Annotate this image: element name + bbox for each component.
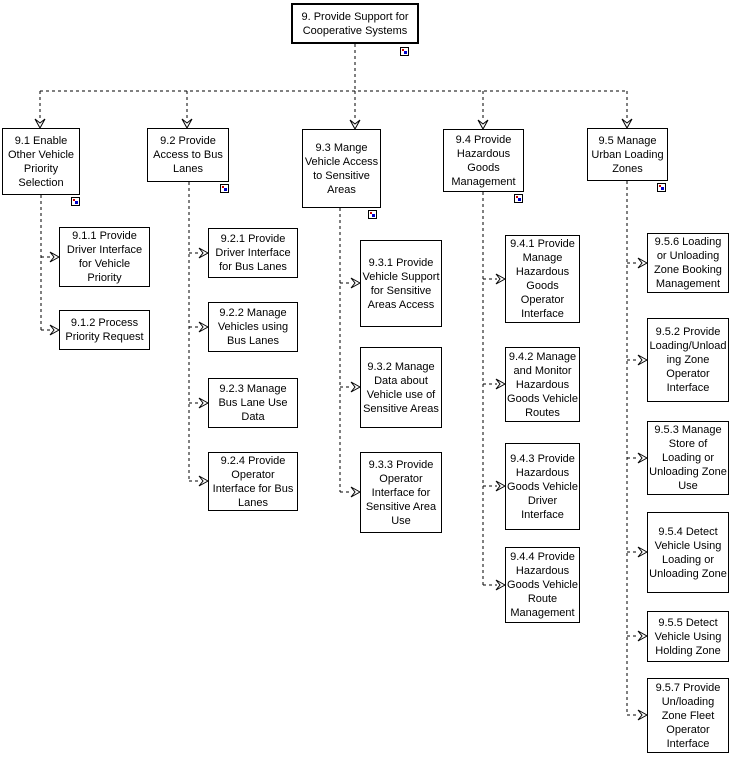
- right-arrowhead: [637, 709, 649, 721]
- node-9-5-3[interactable]: 9.5.3 Manage Store of Loading or Unloadi…: [647, 421, 729, 495]
- right-arrowhead: [495, 378, 507, 390]
- decomposition-link-icon[interactable]: [400, 47, 409, 56]
- decomposition-link-icon[interactable]: [657, 183, 666, 192]
- down-arrowhead: [621, 118, 633, 130]
- node-label: 9.5.3 Manage Store of Loading or Unloadi…: [649, 424, 727, 492]
- node-9[interactable]: 9. Provide Support for Cooperative Syste…: [291, 3, 419, 44]
- node-label: 9.1.1 Provide Driver Interface for Vehic…: [66, 230, 143, 284]
- node-9-2-3[interactable]: 9.2.3 Manage Bus Lane Use Data: [208, 378, 298, 428]
- right-arrowhead: [495, 273, 507, 285]
- node-label: 9.5 Manage Urban Loading Zones: [591, 134, 664, 175]
- node-label: 9.5.5 Detect Vehicle Using Holding Zone: [654, 616, 722, 657]
- node-9-3-1[interactable]: 9.3.1 Provide Vehicle Support for Sensit…: [360, 240, 442, 327]
- right-arrowhead: [637, 257, 649, 269]
- node-label: 9.3.2 Manage Data about Vehicle use of S…: [363, 360, 439, 415]
- node-label: 9.3.1 Provide Vehicle Support for Sensit…: [362, 256, 440, 311]
- right-arrowhead: [198, 397, 210, 409]
- icon-blue-dot: [224, 188, 227, 191]
- node-label: 9.4.4 Provide Hazardous Goods Vehicle Ro…: [507, 551, 578, 619]
- node-label: 9.4.3 Provide Hazardous Goods Vehicle Dr…: [507, 452, 578, 521]
- node-label: 9.3.3 Provide Operator Interface for Sen…: [365, 458, 437, 527]
- decomposition-link-icon[interactable]: [368, 210, 377, 219]
- node-label: 9.2.4 Provide Operator Interface for Bus…: [212, 454, 294, 509]
- right-arrowhead: [198, 475, 210, 487]
- right-arrowhead: [198, 247, 210, 259]
- node-9-5-4[interactable]: 9.5.4 Detect Vehicle Using Loading or Un…: [647, 512, 729, 593]
- right-arrowhead: [49, 324, 61, 336]
- right-arrowhead: [637, 546, 649, 558]
- node-label: 9.2 Provide Access to Bus Lanes: [153, 135, 223, 175]
- right-arrowhead: [350, 277, 362, 289]
- icon-red-dot: [402, 49, 404, 51]
- node-9-2-1[interactable]: 9.2.1 Provide Driver Interface for Bus L…: [208, 228, 298, 278]
- node-9-1[interactable]: 9.1 Enable Other Vehicle Priority Select…: [2, 128, 80, 195]
- node-9-5-7[interactable]: 9.5.7 Provide Un/loading Zone Fleet Oper…: [647, 678, 729, 753]
- node-label: 9.3 Mange Vehicle Access to Sensitive Ar…: [304, 141, 379, 196]
- icon-red-dot: [516, 196, 518, 198]
- down-arrowhead: [181, 118, 193, 130]
- node-label: 9.4 Provide Hazardous Goods Management: [451, 133, 516, 188]
- right-arrowhead: [49, 251, 61, 263]
- node-9-1-1[interactable]: 9.1.1 Provide Driver Interface for Vehic…: [59, 227, 150, 287]
- node-9-3[interactable]: 9.3 Mange Vehicle Access to Sensitive Ar…: [302, 129, 381, 208]
- node-9-1-2[interactable]: 9.1.2 Process Priority Request: [59, 310, 150, 350]
- node-9-5[interactable]: 9.5 Manage Urban Loading Zones: [587, 128, 668, 181]
- decomposition-link-icon[interactable]: [220, 184, 229, 193]
- down-arrowhead: [349, 119, 361, 131]
- node-label: 9.5.4 Detect Vehicle Using Loading or Un…: [649, 525, 727, 580]
- icon-red-dot: [222, 186, 224, 188]
- node-label: 9.1.2 Process Priority Request: [65, 317, 144, 343]
- node-label: 9.4.2 Manage and Monitor Hazardous Goods…: [507, 350, 578, 419]
- icon-blue-dot: [404, 51, 407, 54]
- right-arrowhead: [198, 321, 210, 333]
- node-9-4-2[interactable]: 9.4.2 Manage and Monitor Hazardous Goods…: [505, 347, 580, 422]
- right-arrowhead: [637, 354, 649, 366]
- decomposition-link-icon[interactable]: [514, 194, 523, 203]
- node-9-5-6[interactable]: 9.5.6 Loading or Unloading Zone Booking …: [647, 233, 729, 293]
- icon-red-dot: [370, 212, 372, 214]
- down-arrowhead: [34, 118, 46, 130]
- node-9-4[interactable]: 9.4 Provide Hazardous Goods Management: [443, 129, 524, 192]
- node-label: 9.2.2 Manage Vehicles using Bus Lanes: [217, 307, 289, 347]
- node-9-5-2[interactable]: 9.5.2 Provide Loading/Unloading Zone Ope…: [647, 318, 729, 402]
- icon-blue-dot: [372, 214, 375, 217]
- icon-blue-dot: [518, 198, 521, 201]
- icon-red-dot: [73, 199, 75, 201]
- node-label: 9.2.3 Manage Bus Lane Use Data: [218, 383, 288, 423]
- node-9-3-2[interactable]: 9.3.2 Manage Data about Vehicle use of S…: [360, 347, 442, 428]
- icon-blue-dot: [661, 187, 664, 190]
- down-arrowhead: [477, 119, 489, 131]
- node-label: 9. Provide Support for Cooperative Syste…: [301, 10, 409, 37]
- decomposition-link-icon[interactable]: [71, 197, 80, 206]
- node-label: 9.2.1 Provide Driver Interface for Bus L…: [215, 233, 291, 273]
- icon-blue-dot: [75, 201, 78, 204]
- node-9-4-3[interactable]: 9.4.3 Provide Hazardous Goods Vehicle Dr…: [505, 443, 580, 530]
- node-9-2-2[interactable]: 9.2.2 Manage Vehicles using Bus Lanes: [208, 302, 298, 352]
- right-arrowhead: [495, 480, 507, 492]
- node-9-4-4[interactable]: 9.4.4 Provide Hazardous Goods Vehicle Ro…: [505, 547, 580, 623]
- right-arrowhead: [350, 381, 362, 393]
- node-9-2[interactable]: 9.2 Provide Access to Bus Lanes: [147, 128, 229, 182]
- right-arrowhead: [637, 452, 649, 464]
- node-9-4-1[interactable]: 9.4.1 Provide Manage Hazardous Goods Ope…: [505, 235, 580, 323]
- right-arrowhead: [637, 630, 649, 642]
- node-9-2-4[interactable]: 9.2.4 Provide Operator Interface for Bus…: [208, 452, 298, 511]
- right-arrowhead: [350, 486, 362, 498]
- node-label: 9.5.2 Provide Loading/Unloading Zone Ope…: [649, 326, 727, 394]
- node-9-5-5[interactable]: 9.5.5 Detect Vehicle Using Holding Zone: [647, 611, 729, 662]
- right-arrowhead: [495, 579, 507, 591]
- node-label: 9.5.6 Loading or Unloading Zone Booking …: [654, 236, 722, 290]
- node-label: 9.4.1 Provide Manage Hazardous Goods Ope…: [510, 238, 575, 320]
- node-9-3-3[interactable]: 9.3.3 Provide Operator Interface for Sen…: [360, 452, 442, 533]
- icon-red-dot: [659, 185, 661, 187]
- node-label: 9.1 Enable Other Vehicle Priority Select…: [7, 134, 75, 189]
- node-label: 9.5.7 Provide Un/loading Zone Fleet Oper…: [655, 681, 721, 750]
